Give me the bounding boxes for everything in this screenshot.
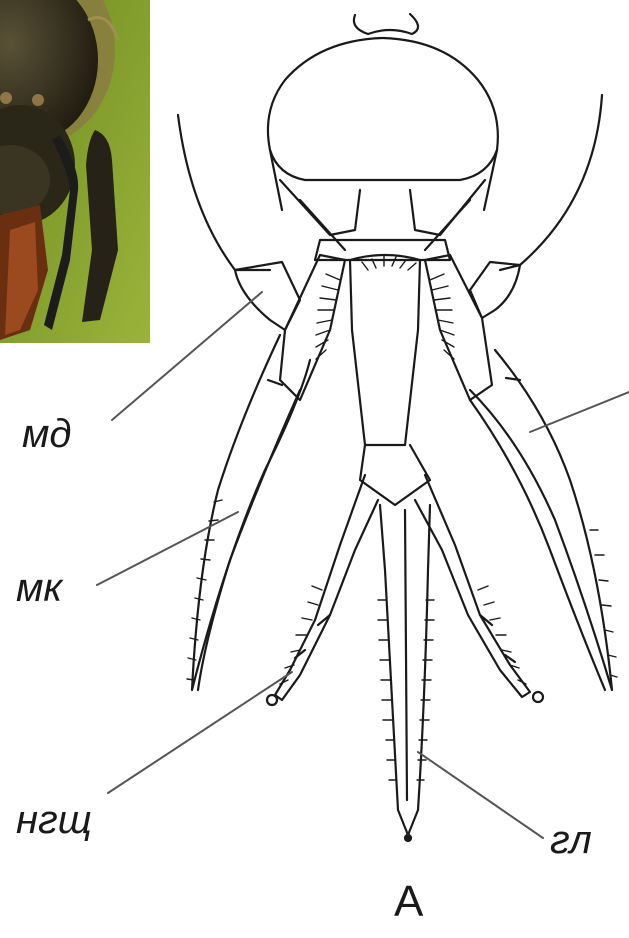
leader-mk: [97, 512, 238, 585]
figure-caption: А: [394, 880, 423, 924]
maxilla-right-outer: [470, 350, 612, 690]
leader-right: [530, 392, 629, 432]
antenna-left: [178, 115, 270, 270]
hair-fringes: [187, 256, 617, 780]
labrum-curls: [354, 14, 418, 34]
antenna-right: [500, 95, 602, 270]
labial-palp-right: [415, 475, 530, 697]
label-gl: гл: [550, 820, 592, 860]
maxilla-left-outer: [192, 335, 310, 690]
label-md: мд: [22, 414, 72, 454]
label-ngsch: нгщ: [16, 800, 92, 840]
mouthparts-linework: [178, 14, 612, 841]
label-mk: мк: [16, 568, 62, 608]
leader-ngsch: [108, 672, 292, 793]
prementum: [350, 255, 420, 445]
leader-gl: [418, 752, 543, 838]
bee-photo-inset: [0, 0, 150, 343]
leader-lines: [97, 292, 629, 838]
head-capsule: [268, 38, 498, 180]
